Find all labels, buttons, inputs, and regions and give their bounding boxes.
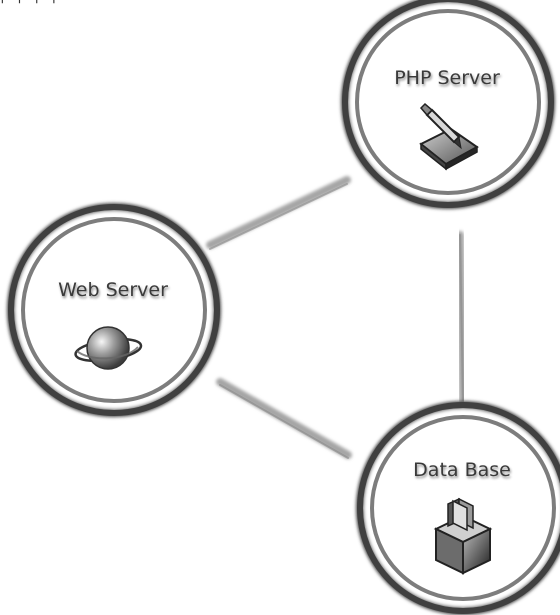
web-server-label-shadow: Web Server	[59, 281, 169, 303]
connection-php-database	[456, 231, 467, 404]
php-server-label: PHP Server	[394, 67, 500, 89]
connection-web-database	[216, 378, 352, 459]
web-server-label: Web Server	[58, 279, 168, 301]
php-server-label-shadow: PHP Server	[395, 69, 501, 91]
cropped-header-text: | | | |	[0, 0, 560, 10]
node-php-server[interactable]: PHP Server PHP Server	[341, 0, 555, 209]
pen-tablet-icon	[419, 102, 479, 171]
planet-globe-icon	[74, 326, 143, 370]
data-base-label: Data Base	[413, 459, 511, 481]
data-base-label-shadow: Data Base	[414, 461, 512, 483]
node-data-base[interactable]: Data Base Data Base	[356, 401, 560, 615]
storage-box-icon	[433, 497, 493, 575]
connection-web-php	[206, 176, 351, 250]
node-web-server[interactable]: Web Server Web Server	[7, 203, 221, 417]
